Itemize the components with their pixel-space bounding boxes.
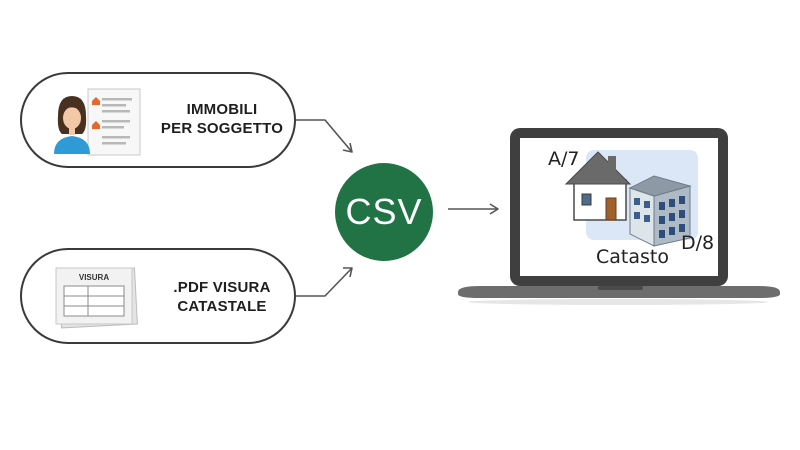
laptop-illustration	[458, 128, 780, 305]
code-a7-label: A/7	[548, 148, 580, 170]
catasto-label: Catasto	[596, 246, 669, 268]
visura-label: .PDF VISURA CATASTALE	[173, 279, 271, 315]
visura-document-icon: VISURA	[55, 267, 138, 329]
immobili-label: IMMOBILI PER SOGGETTO	[160, 101, 284, 137]
person-document-icon	[54, 88, 141, 156]
arrow-immobili-to-csv	[296, 119, 353, 153]
csv-node: CSV	[335, 163, 433, 261]
visura-input-pill: VISURA .PDF VISURA CATASTALE	[20, 248, 296, 344]
arrow-visura-to-csv	[296, 267, 353, 297]
visura-doc-title: VISURA	[79, 273, 109, 282]
immobili-input-pill: IMMOBILI PER SOGGETTO	[20, 72, 296, 168]
house-icon	[564, 151, 632, 221]
building-icon	[628, 175, 692, 247]
code-d8-label: D/8	[681, 232, 715, 254]
